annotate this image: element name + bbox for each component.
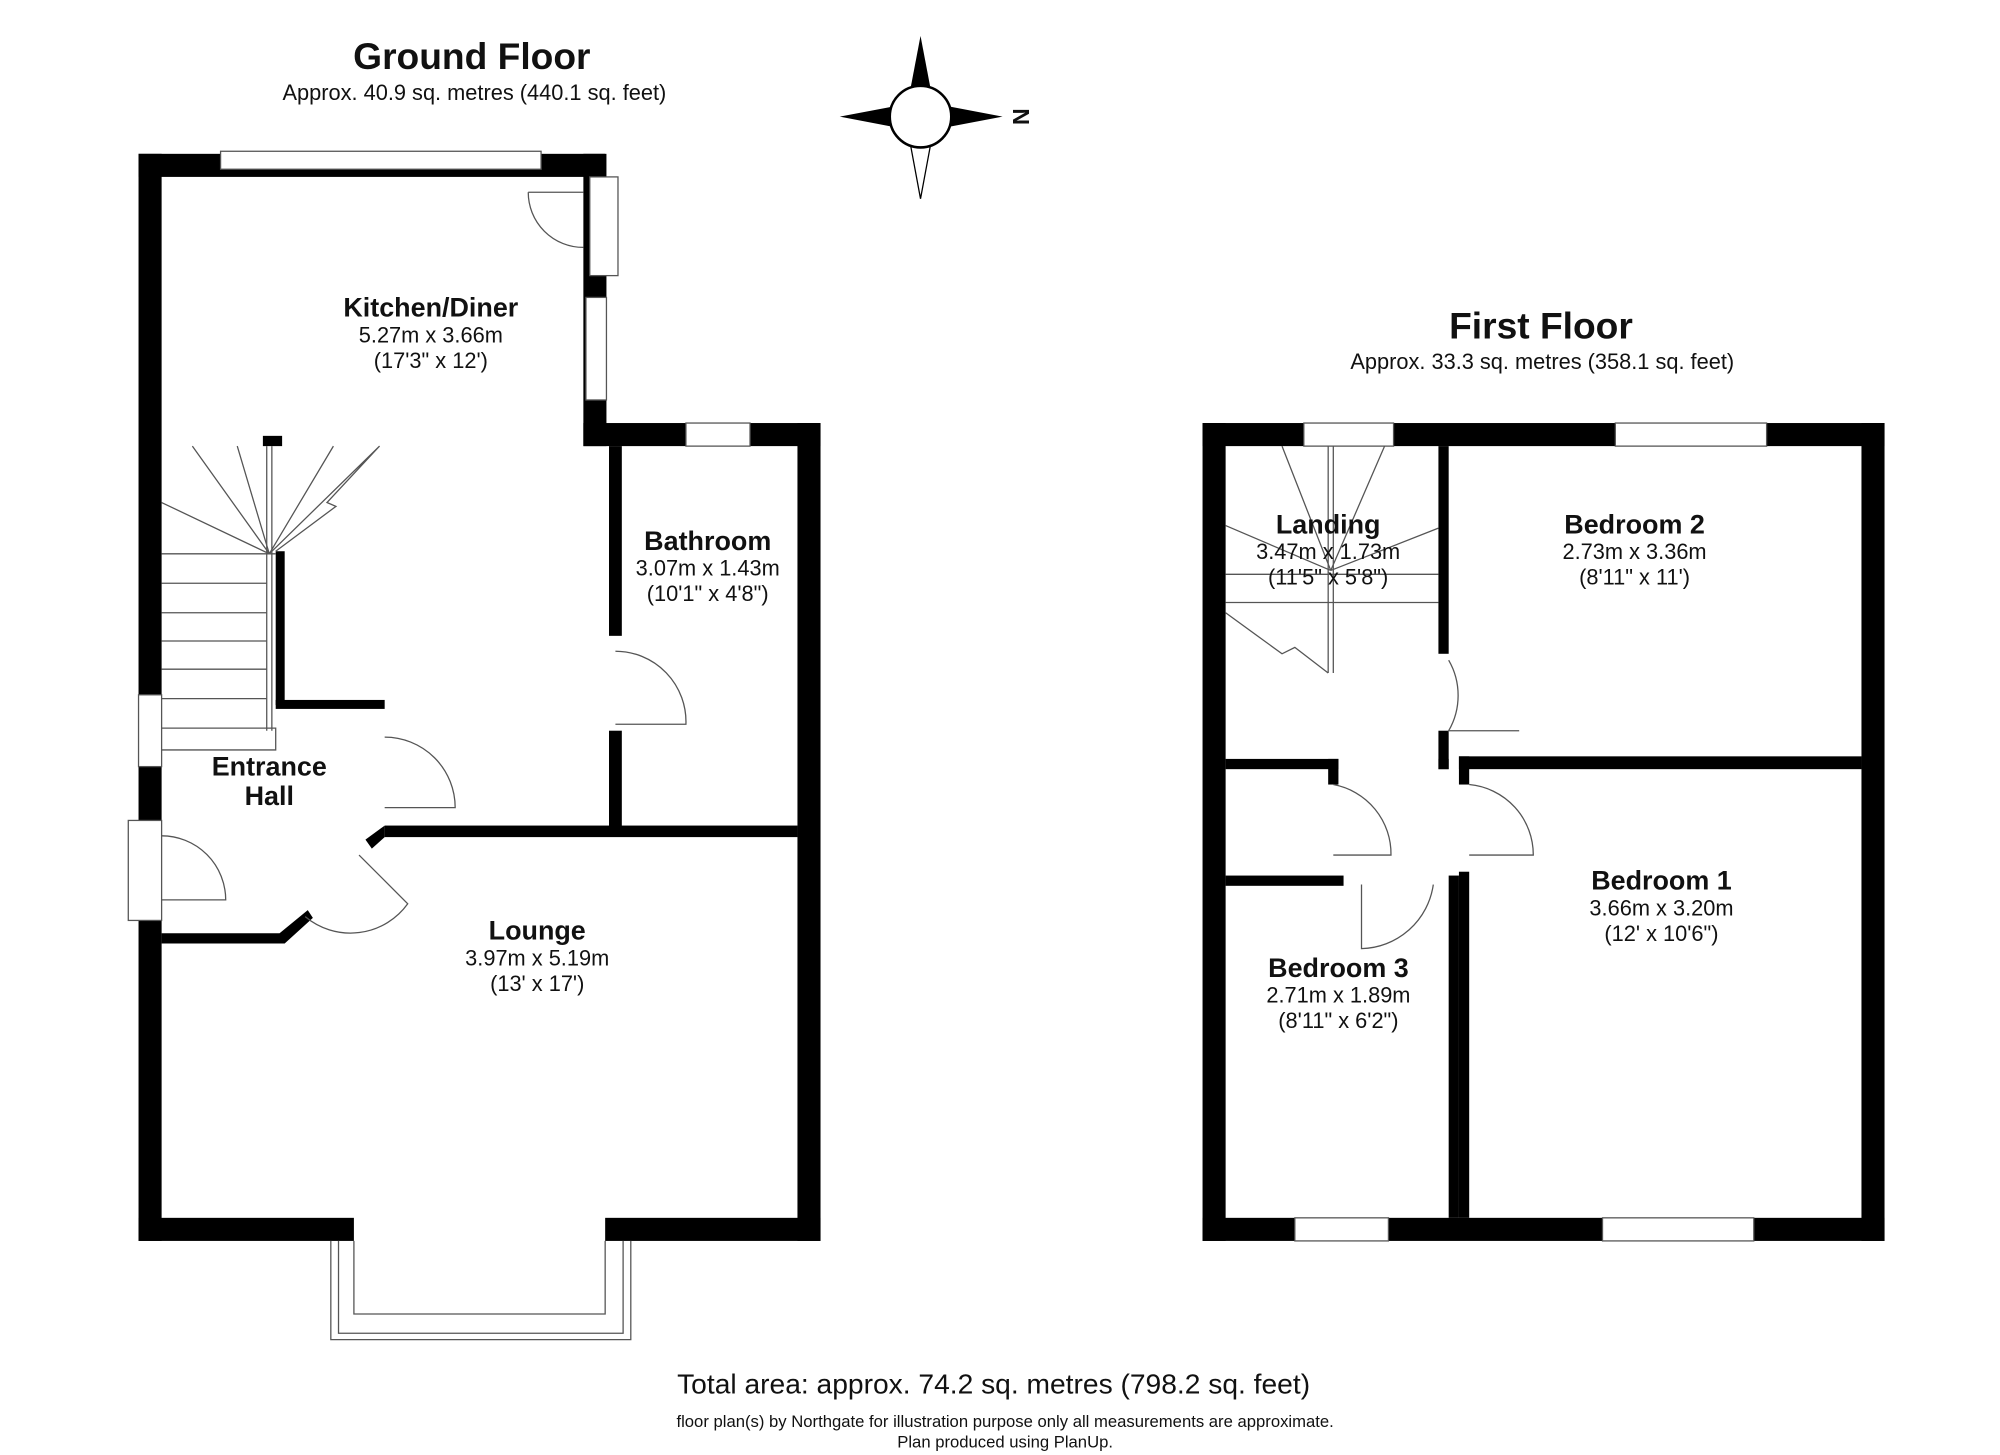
room-name: Bedroom 1 [1591, 866, 1732, 896]
ground-floor-area: Approx. 40.9 sq. metres (440.1 sq. feet) [283, 80, 667, 105]
room-name: Bedroom 2 [1564, 509, 1705, 539]
room-imperial: (8'11" x 6'2") [1278, 1008, 1398, 1033]
room-metric: 3.07m x 1.43m [636, 556, 780, 581]
room-name: Bathroom [644, 526, 771, 556]
room-imperial: (12' x 10'6") [1604, 921, 1718, 946]
disclaimer: floor plan(s) by Northgate⁲ for illustra… [676, 1412, 1333, 1431]
room-name: Hall [245, 781, 294, 811]
room-metric: 3.66m x 3.20m [1589, 895, 1733, 920]
room-bedroom-3: Bedroom 3 2.71m x 1.89m (8'11" x 6'2") [1266, 953, 1410, 1033]
room-kitchen-diner: Kitchen/Diner 5.27m x 3.66m (17'3" x 12'… [343, 293, 518, 373]
room-imperial: (11'5" x 5'8") [1268, 565, 1388, 590]
room-metric: 3.97m x 5.19m [465, 945, 609, 970]
compass-north-label: N [1008, 108, 1034, 125]
room-bedroom-1: Bedroom 1 3.66m x 3.20m (12' x 10'6") [1589, 866, 1733, 946]
room-bathroom: Bathroom 3.07m x 1.43m (10'1" x 4'8") [636, 526, 780, 606]
room-landing: Landing 3.47m x 1.73m (11'5" x 5'8") [1256, 509, 1400, 589]
first-floor-title: First Floor [1449, 304, 1633, 346]
room-metric: 5.27m x 3.66m [359, 322, 503, 347]
ground-floor-title: Ground Floor [353, 35, 590, 77]
total-area: Total area: approx. 74.2 sq. metres (798… [677, 1367, 1310, 1399]
room-imperial: (10'1" x 4'8") [647, 581, 769, 606]
first-floor-area: Approx. 33.3 sq. metres (358.1 sq. feet) [1350, 349, 1734, 374]
room-imperial: (8'11" x 11') [1579, 565, 1690, 590]
room-name: Entrance [212, 752, 327, 782]
room-metric: 2.71m x 1.89m [1266, 982, 1410, 1007]
room-imperial: (13' x 17') [490, 971, 584, 996]
produced-by: Plan produced using PlanUp. [897, 1432, 1113, 1451]
room-lounge: Lounge 3.97m x 5.19m (13' x 17') [465, 916, 609, 996]
room-entrance-hall: Entrance Hall [212, 752, 327, 811]
room-metric: 3.47m x 1.73m [1256, 539, 1400, 564]
room-bedroom-2: Bedroom 2 2.73m x 3.36m (8'11" x 11') [1563, 509, 1707, 589]
compass-rose-icon: N [840, 36, 1034, 199]
room-name: Lounge [489, 916, 586, 946]
room-name: Bedroom 3 [1268, 953, 1409, 983]
room-imperial: (17'3" x 12') [374, 348, 488, 373]
room-metric: 2.73m x 3.36m [1563, 539, 1707, 564]
room-name: Landing [1276, 509, 1381, 539]
room-name: Kitchen/Diner [343, 293, 518, 323]
